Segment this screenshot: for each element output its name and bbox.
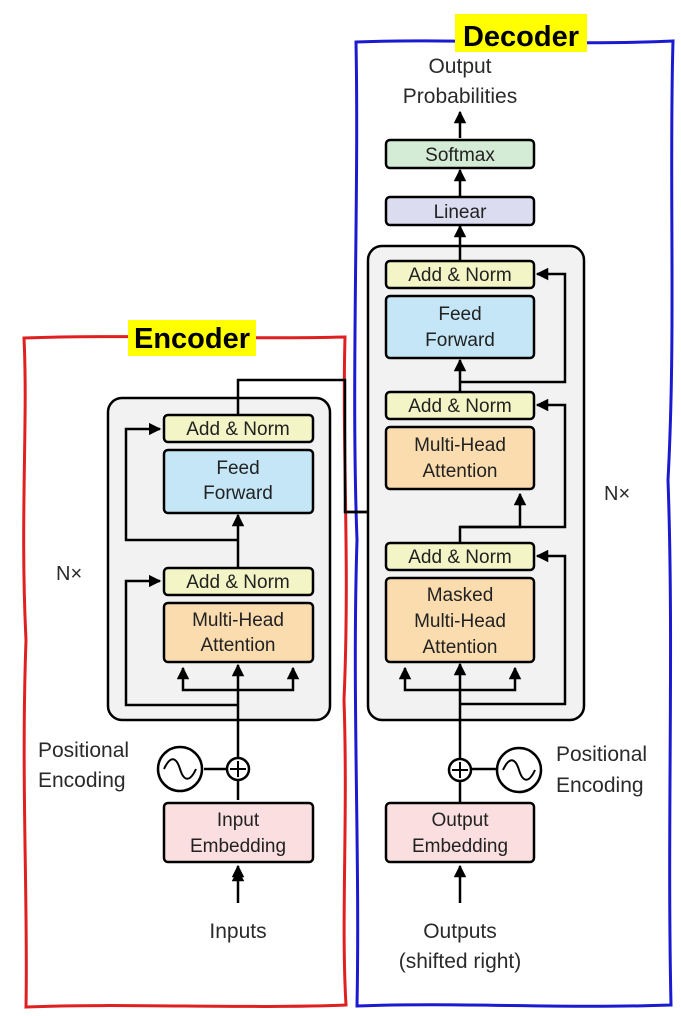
encoder-feed-forward-label-2: Forward xyxy=(203,483,273,504)
decoder-outputs-label-2: (shifted right) xyxy=(399,950,522,973)
encoder-add-norm-bottom xyxy=(162,566,315,597)
decoder-feed-forward-label-2: Forward xyxy=(425,330,495,351)
encoder-input-embedding xyxy=(162,801,315,864)
encoder-title-highlight xyxy=(128,320,256,356)
decoder-feed-forward xyxy=(384,294,536,360)
decoder-linear xyxy=(384,195,536,227)
decoder-linear-label: Linear xyxy=(434,202,487,223)
encoder-add-norm-top xyxy=(162,413,315,444)
decoder-softmax xyxy=(384,138,536,170)
decoder-attention-label-1: Multi-Head xyxy=(414,435,506,456)
encoder-multi-head-attention xyxy=(162,601,315,664)
encoder-n-label: N× xyxy=(56,563,82,585)
decoder-output-prob-label-2: Probabilities xyxy=(403,85,517,108)
decoder-masked-label-2: Multi-Head xyxy=(414,611,506,632)
encoder-title: Encoder xyxy=(134,323,250,355)
decoder-masked-attention xyxy=(384,576,536,664)
decoder-title-highlight xyxy=(455,14,587,52)
encoder-pos-enc-label-2: Encoding xyxy=(38,769,126,792)
decoder-attention-label-2: Attention xyxy=(423,461,498,482)
encoder-pos-enc-label-1: Positional xyxy=(38,739,129,762)
decoder-pos-enc-label-1: Positional xyxy=(556,743,647,766)
decoder-title: Decoder xyxy=(463,21,579,53)
decoder-multi-head-attention xyxy=(384,425,536,491)
decoder-masked-label-1: Masked xyxy=(427,585,494,606)
encoder-embedding-label-1: Input xyxy=(217,810,260,831)
encoder-add-norm-bottom-label: Add & Norm xyxy=(186,572,289,593)
encoder-attention-label-2: Attention xyxy=(201,635,276,656)
decoder-feed-forward-label-1: Feed xyxy=(438,304,481,325)
decoder-embedding-label-2: Embedding xyxy=(412,836,508,857)
decoder-add-norm-bottom xyxy=(384,541,536,572)
encoder-outline xyxy=(22,335,348,1009)
decoder-softmax-label: Softmax xyxy=(425,145,495,166)
decoder-add-norm-bottom-label: Add & Norm xyxy=(408,547,511,568)
decoder-masked-label-3: Attention xyxy=(423,637,498,658)
encoder-attention-label-1: Multi-Head xyxy=(192,610,284,631)
decoder-pos-enc-label-2: Encoding xyxy=(556,774,644,797)
decoder-outputs-label-1: Outputs xyxy=(423,920,497,943)
decoder-add-norm-top xyxy=(384,259,536,290)
encoder-feed-forward xyxy=(162,448,315,515)
decoder-add-norm-top-label: Add & Norm xyxy=(408,265,511,286)
decoder-add-norm-mid xyxy=(384,390,536,421)
encoder-embedding-label-2: Embedding xyxy=(190,836,286,857)
decoder-connections xyxy=(398,110,567,903)
decoder-output-prob-label-1: Output xyxy=(428,55,491,78)
encoder-layer-box xyxy=(106,396,332,722)
decoder-outline xyxy=(353,39,675,1008)
decoder-n-label: N× xyxy=(604,483,630,505)
encoder-feed-forward-label-1: Feed xyxy=(216,458,259,479)
decoder-add-norm-mid-label: Add & Norm xyxy=(408,396,511,417)
decoder-embedding-label-1: Output xyxy=(431,810,489,831)
encoder-add-norm-top-label: Add & Norm xyxy=(186,419,289,440)
decoder-output-embedding xyxy=(384,801,536,864)
encoder-inputs-label: Inputs xyxy=(209,920,266,943)
